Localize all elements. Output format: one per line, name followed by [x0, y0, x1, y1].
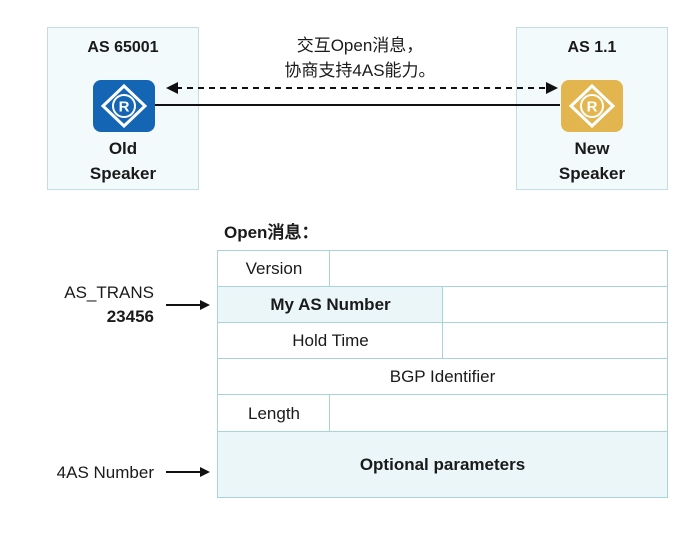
open-exchange-caption: 交互Open消息， 协商支持4AS能力。: [250, 33, 470, 83]
field-version: Version: [217, 250, 331, 288]
left-as-title: AS 65001: [87, 39, 159, 56]
open-message-heading: Open消息：: [224, 223, 319, 242]
four-as-number-label: 4AS Number: [56, 463, 154, 482]
field-hold-time: Hold Time: [217, 322, 444, 360]
svg-text:R: R: [587, 99, 598, 116]
caption-line1: 交互Open消息，: [296, 36, 424, 55]
as-trans-arrow: [166, 300, 210, 310]
svg-text:R: R: [119, 99, 130, 116]
left-speaker-line2: Speaker: [89, 164, 157, 183]
left-speaker-line1: Old: [108, 139, 138, 158]
right-as-title: AS 1.1: [567, 39, 617, 56]
four-as-arrow: [166, 467, 210, 477]
as-trans-annotation: AS_TRANS 23456: [40, 281, 154, 329]
field-version-blank: [329, 250, 668, 288]
field-my-as-blank: [442, 286, 668, 324]
caption-line2: 协商支持4AS能力。: [284, 61, 436, 80]
right-as-box: AS 1.1 R New Speaker: [516, 27, 668, 190]
arrowhead-left: [166, 82, 178, 94]
as-trans-value: 23456: [106, 307, 154, 326]
right-speaker-line1: New: [574, 139, 610, 158]
field-length: Length: [217, 394, 331, 433]
as-trans-label: AS_TRANS: [64, 283, 154, 302]
field-bgp-identifier: BGP Identifier: [217, 358, 668, 396]
arrowhead-right: [546, 82, 558, 94]
field-hold-time-blank: [442, 322, 668, 360]
left-as-box: AS 65001 R Old Speaker: [47, 27, 199, 190]
router-icon: R: [93, 80, 155, 132]
field-my-as-number: My AS Number: [217, 286, 444, 324]
field-optional-parameters: Optional parameters: [217, 431, 668, 498]
router-icon: R: [561, 80, 623, 132]
right-speaker-line2: Speaker: [558, 164, 626, 183]
field-length-blank: [329, 394, 668, 433]
